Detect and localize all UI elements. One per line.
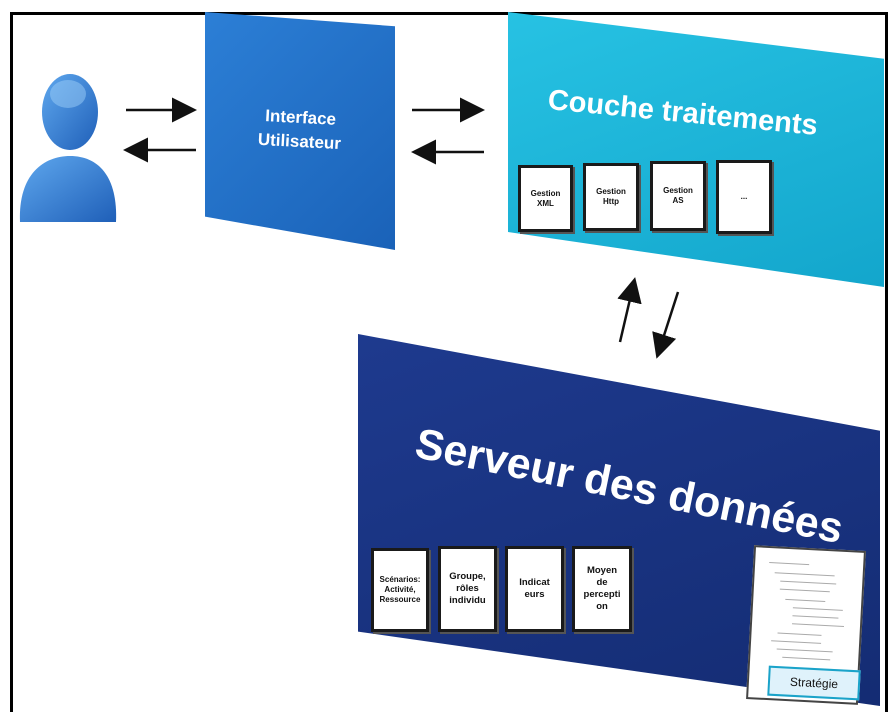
couche-traitements-panel: Couche traitements — [508, 12, 884, 287]
module-label: Indicat — [519, 577, 550, 588]
module-label: Activité, — [384, 585, 416, 594]
module-label: Gestion — [663, 186, 693, 195]
module-groupe: Groupe, rôles individu — [438, 546, 497, 632]
module-label: Gestion — [596, 187, 626, 196]
user-icon — [19, 74, 117, 222]
module-label: Http — [603, 197, 619, 206]
module-label: Scénarios: — [379, 575, 421, 584]
module-label: percepti — [583, 589, 621, 600]
module-etc: ... — [716, 160, 772, 234]
module-label: Ressource — [379, 595, 421, 604]
module-label: rôles — [456, 583, 479, 594]
module-label: de — [596, 577, 608, 588]
outer-frame — [10, 12, 888, 712]
module-label: Groupe, — [449, 571, 486, 582]
module-label: on — [596, 601, 608, 612]
module-moyen-perception: Moyen de percepti on — [572, 546, 632, 632]
module-label: ... — [740, 192, 748, 201]
module-label: individu — [449, 595, 486, 606]
interface-panel: Interface Utilisateur — [205, 12, 395, 250]
module-label: eurs — [524, 589, 545, 600]
module-scenarios: Scénarios: Activité, Ressource — [371, 548, 429, 632]
module-label: Gestion — [530, 188, 561, 198]
arrow-serveur-to-couche — [617, 277, 642, 343]
module-indicateurs: Indicat eurs — [505, 546, 564, 632]
arrow-couche-to-serveur — [652, 291, 680, 359]
module-label: Moyen — [586, 565, 618, 576]
module-label: XML — [537, 198, 554, 208]
module-label: AS — [672, 196, 684, 205]
